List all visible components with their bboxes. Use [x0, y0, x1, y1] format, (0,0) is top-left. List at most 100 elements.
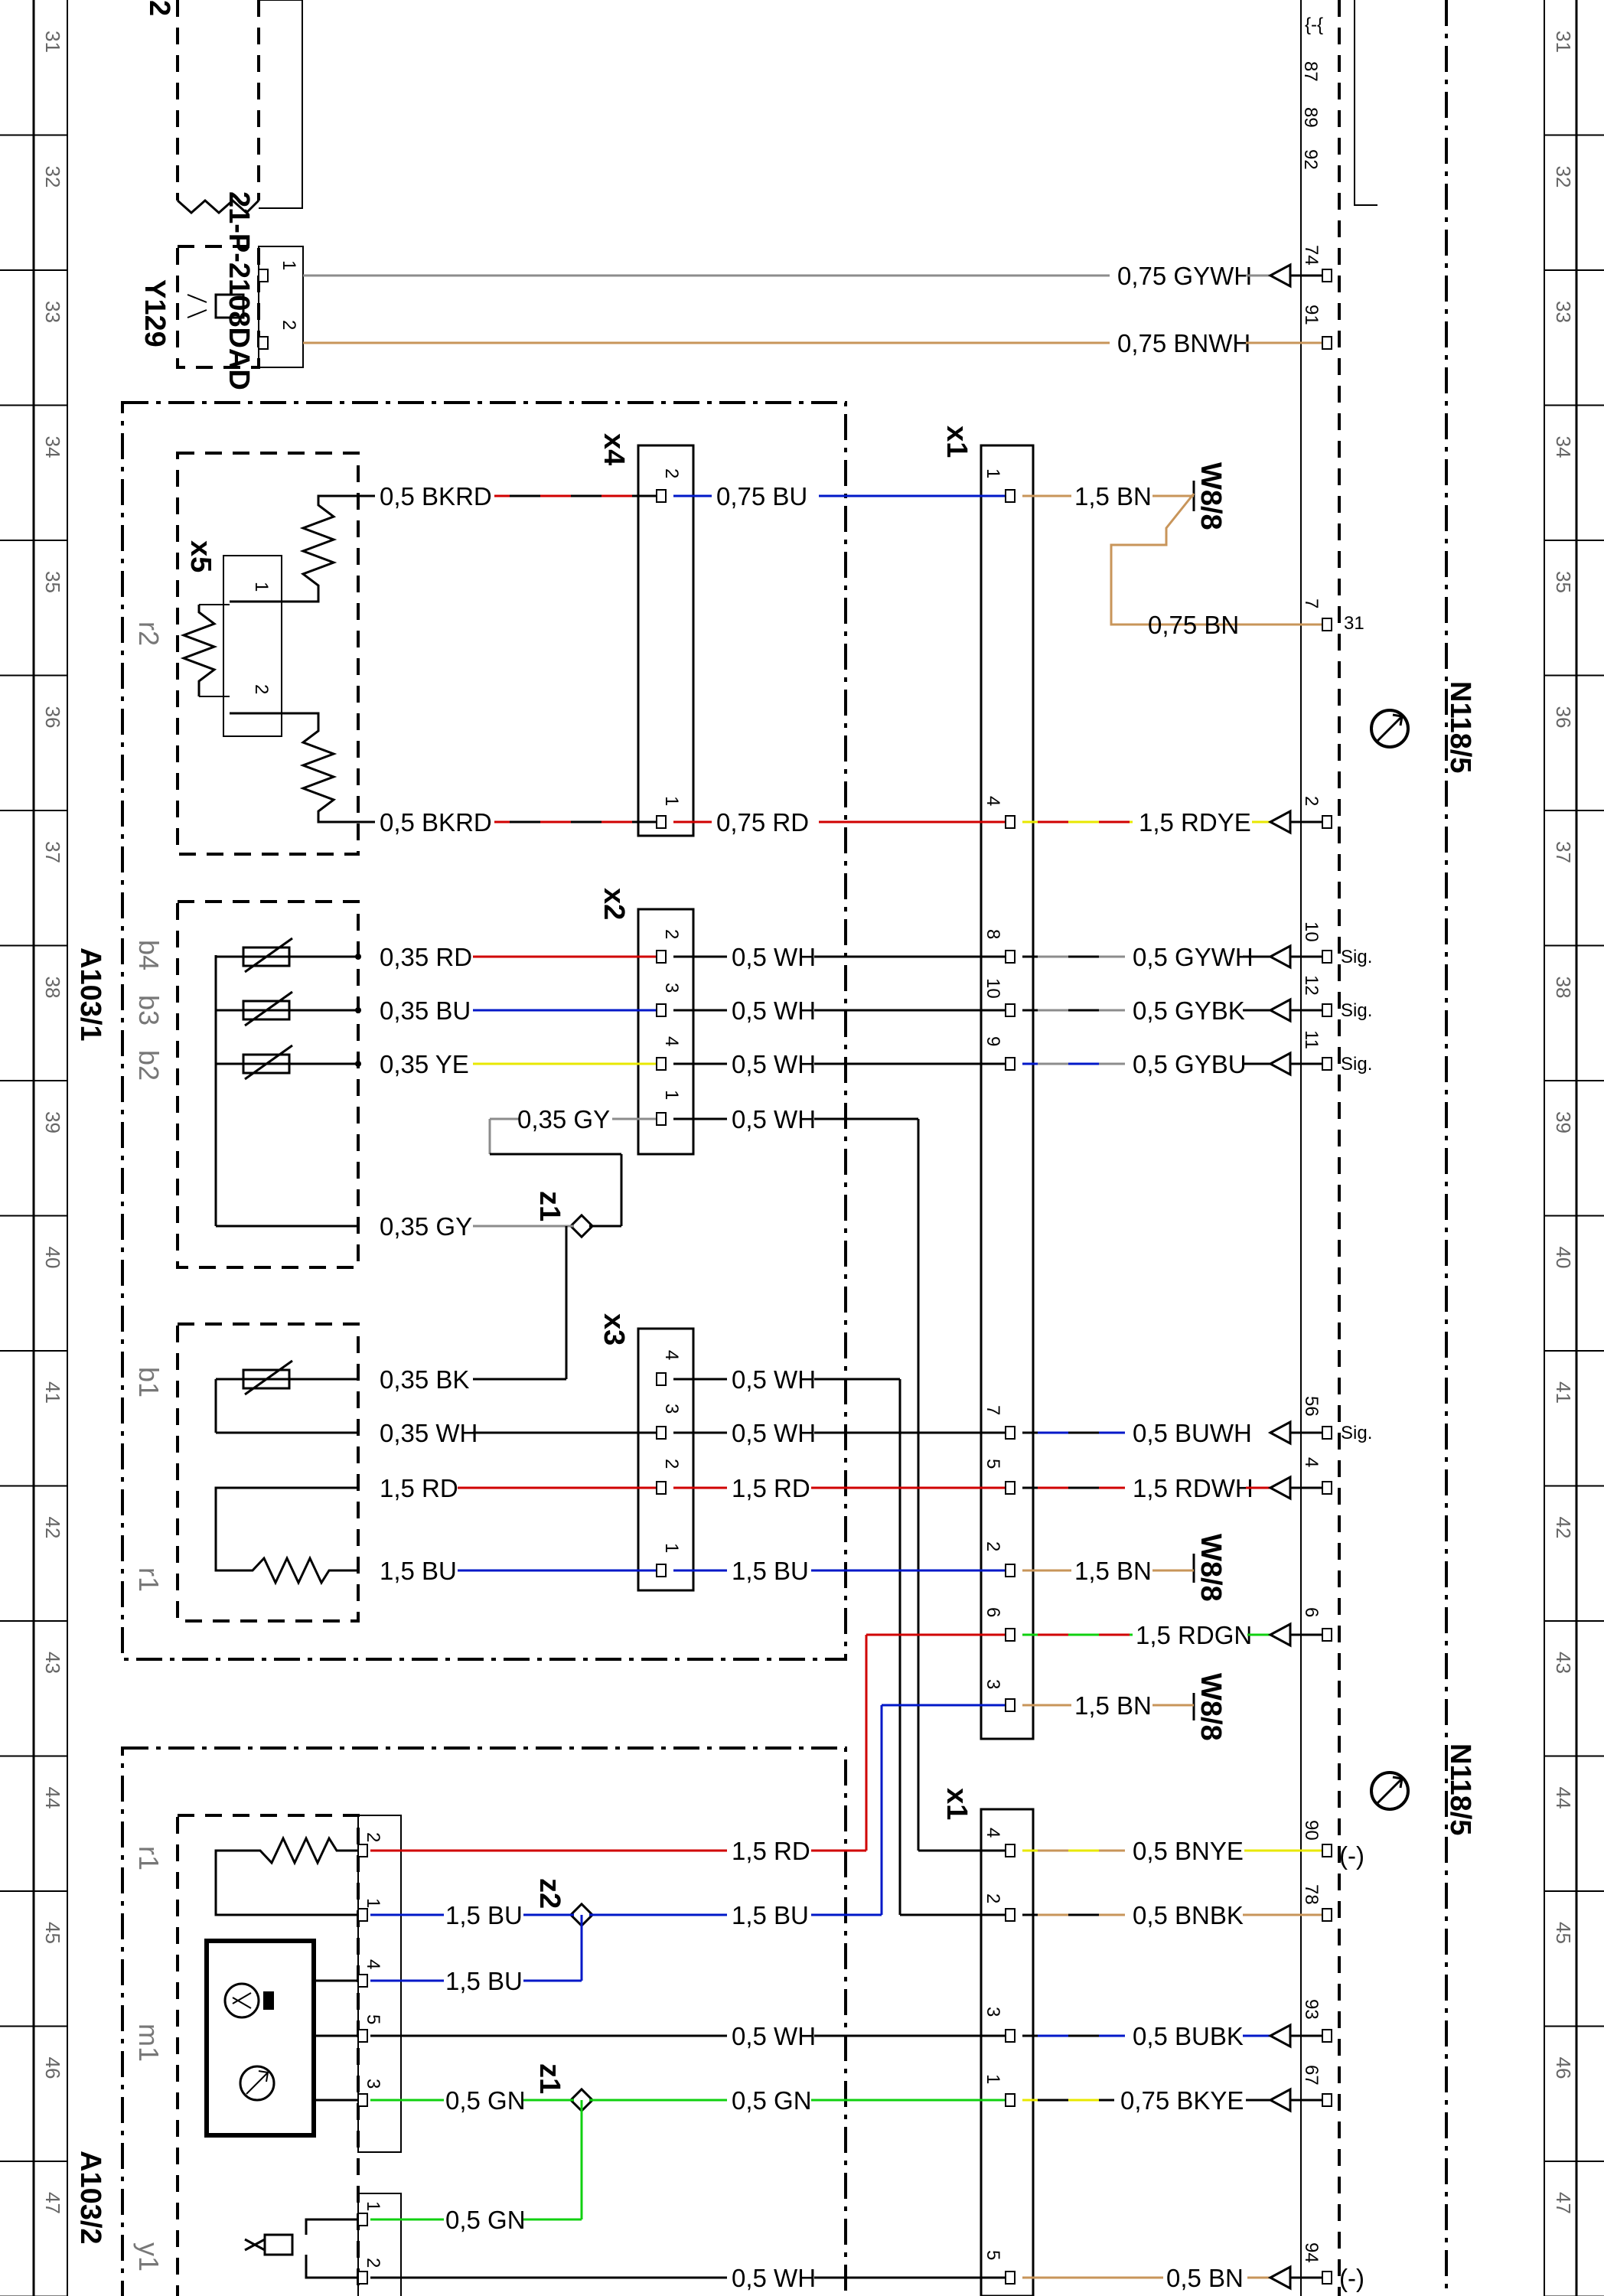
a103-1-module: A103/1 r2 b4 b3 b2 b1 r1 x5 1 2 — [74, 401, 847, 1661]
pin-terminal — [1005, 1426, 1016, 1440]
wire-label: 0,35 YE — [380, 1050, 469, 1078]
x4-pin-2: 2 — [661, 468, 682, 478]
wire-label: 0,5 WH — [732, 943, 816, 971]
row-number-left: 33 — [41, 301, 64, 323]
n118-5-label-b: N118/5 — [1444, 1743, 1476, 1835]
wire-label: 0,5 BUWH — [1133, 1419, 1252, 1447]
pin-terminal — [258, 269, 269, 282]
row-number-right: 34 — [1552, 436, 1575, 458]
junction-dot — [355, 1007, 361, 1013]
pin-terminal — [656, 1426, 667, 1440]
heater-r1 — [214, 1486, 358, 1586]
wire-label: 0,35 BU — [380, 996, 471, 1025]
row-number-right: 45 — [1552, 1922, 1575, 1944]
pump-symbol-icon-b — [1370, 1771, 1410, 1811]
pin-74: 74 — [1301, 245, 1322, 266]
x3-pin-4: 4 — [661, 1350, 682, 1360]
pin-7: 7 — [1301, 598, 1322, 608]
junction-dot — [355, 1061, 361, 1067]
x3-label: x3 — [598, 1313, 630, 1345]
signal-arrow — [1267, 263, 1292, 289]
sig-4: Sig. — [1341, 1423, 1372, 1443]
pin-terminal — [656, 1112, 667, 1126]
a103-2-module: A103/2 r1 m1 y1 2 1 4 5 3 — [74, 1746, 847, 2296]
pin-terminal — [357, 2093, 368, 2107]
pin-terminal — [1322, 1844, 1332, 1857]
row-number-right: 31 — [1552, 31, 1575, 53]
pin-89: 89 — [1300, 107, 1321, 128]
x3-pin-1: 1 — [661, 1543, 682, 1553]
signal-arrow — [1267, 809, 1292, 835]
wire-label: 1,5 RDYE — [1139, 808, 1251, 837]
pin-terminal — [1005, 815, 1016, 829]
sig-1: Sig. — [1341, 947, 1372, 967]
row-number-left: 32 — [41, 166, 64, 188]
x1a-pin-1: 1 — [983, 468, 1003, 478]
row-number-right: 44 — [1552, 1787, 1575, 1809]
x5-pin-2: 2 — [251, 684, 272, 694]
pin-56: 56 — [1301, 1396, 1322, 1417]
row-number-left: 42 — [41, 1517, 64, 1539]
wire-label: 0,75 BN — [1148, 611, 1239, 639]
wire-label: 0,35 BK — [380, 1365, 469, 1394]
row-number-left: 37 — [41, 841, 64, 863]
y1-label: y1 — [133, 2242, 165, 2272]
w8-8-label-a: W8/8 — [1195, 462, 1227, 530]
right-ruler — [1544, 0, 1578, 2296]
a2-pin-3: 3 — [363, 2079, 383, 2089]
bracket-glyph: {-{ — [1305, 15, 1323, 35]
row-number-right: 43 — [1552, 1652, 1575, 1674]
b1-label: b1 — [133, 1367, 165, 1397]
a103-1-label: A103/1 — [74, 947, 106, 1042]
x3-pin-3: 3 — [661, 1404, 682, 1414]
connector-x1-upper: x1 1 4 8 10 9 7 5 2 6 3 — [941, 426, 1035, 1740]
valve-y1 — [244, 2218, 358, 2279]
connector-x4: x4 2 1 — [598, 433, 695, 837]
x1-label-a: x1 — [941, 426, 973, 458]
y1-pin-2: 2 — [363, 2258, 383, 2268]
pin-terminal — [656, 489, 667, 503]
r2-label: r2 — [133, 621, 165, 646]
top-left-number: 2 — [143, 0, 175, 16]
x2-pin-4: 4 — [661, 1036, 682, 1046]
pin-11-right: 11 — [1301, 1030, 1322, 1049]
wire-label: 0,5 BNYE — [1133, 1837, 1244, 1865]
wire-label: 0,35 GY — [517, 1105, 610, 1133]
wire-label: 1,5 RD — [732, 1837, 810, 1865]
pin-terminal — [1322, 1426, 1332, 1440]
signal-arrow — [1267, 997, 1292, 1023]
row-number-right: 32 — [1552, 166, 1575, 188]
signal-arrow — [1267, 1051, 1292, 1077]
row-number-left: 45 — [41, 1922, 64, 1944]
signal-arrow — [1267, 1475, 1292, 1501]
x1b-pin-3: 3 — [983, 2007, 1003, 2017]
m1-label: m1 — [133, 2024, 165, 2062]
pin-terminal — [656, 1003, 667, 1017]
signal-arrow — [1267, 2087, 1292, 2113]
x1a-pin-3: 3 — [983, 1679, 1003, 1689]
pin-terminal — [258, 336, 269, 350]
minus-1: (-) — [1339, 1841, 1364, 1870]
pin-terminal — [357, 2213, 368, 2226]
sensor-b1 — [214, 1359, 358, 1434]
pin-terminal — [1005, 1564, 1016, 1577]
row-number-right: 46 — [1552, 2057, 1575, 2079]
splice-z1-b: z1 — [533, 2063, 595, 2113]
pump-icon — [239, 2065, 275, 2102]
sig-2: Sig. — [1341, 1000, 1372, 1021]
y129-pin-2: 2 — [279, 320, 299, 330]
pin-terminal — [1322, 1908, 1332, 1922]
wire-label: 1,5 BU — [732, 1557, 809, 1585]
x2-label: x2 — [598, 888, 630, 920]
x4-pin-1: 1 — [661, 796, 682, 806]
row-number-left: 35 — [41, 571, 64, 593]
splice-z2: z2 — [533, 1878, 595, 1928]
row-number-right: 35 — [1552, 571, 1575, 593]
x1a-pin-10: 10 — [983, 978, 1003, 999]
pin-terminal — [1005, 489, 1016, 503]
wire-label: 0,5 WH — [732, 1419, 816, 1447]
wire-label: 0,5 BKRD — [380, 808, 492, 837]
wire-label: 0,5 GYBU — [1133, 1050, 1247, 1078]
